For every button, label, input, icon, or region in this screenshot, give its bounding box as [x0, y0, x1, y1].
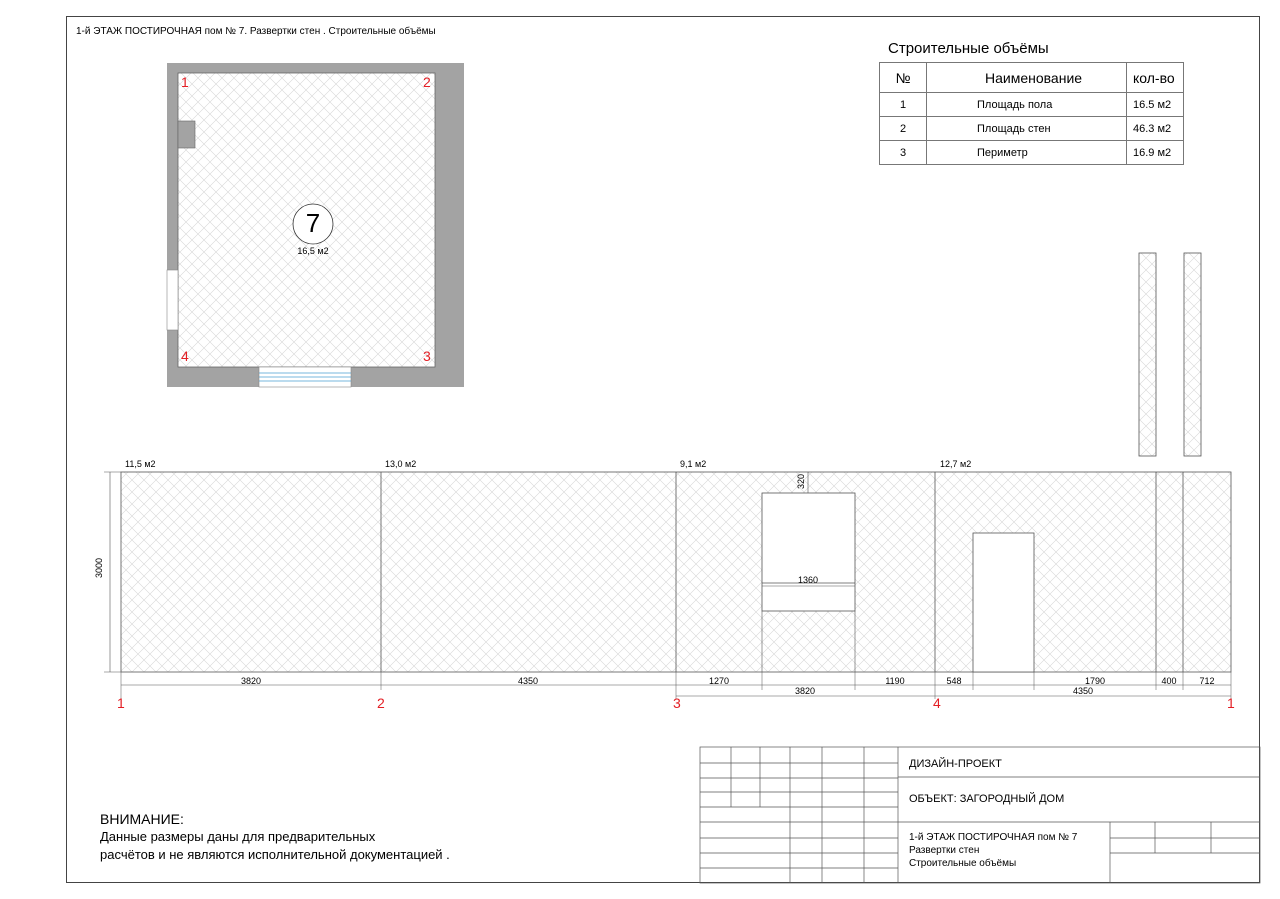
stamp-sheet-line3: Строительные объёмы — [909, 858, 1017, 869]
volumes-title: Строительные объёмы — [888, 40, 1049, 57]
elevation-corner-1-end: 1 — [1227, 695, 1235, 711]
room-number: 7 — [305, 208, 321, 238]
height-dimension: 3000 — [94, 557, 104, 578]
stamp-project: ДИЗАЙН-ПРОЕКТ — [909, 758, 1002, 770]
title-block — [699, 746, 1261, 884]
dim-total: 4350 — [1072, 686, 1094, 696]
dim-total: 3820 — [794, 686, 816, 696]
plan-column — [177, 120, 196, 149]
stamp-sheet-line2: Развертки стен — [909, 845, 980, 856]
plan-corner-2: 2 — [423, 74, 431, 90]
pillar-section-1 — [1138, 252, 1157, 457]
wall-area-2: 13,0 м2 — [385, 459, 417, 469]
volumes-header-row: № Наименование кол-во — [879, 62, 1184, 93]
notice-heading: ВНИМАНИЕ: — [100, 811, 184, 827]
window-top-dimension: 320 — [796, 473, 806, 489]
dim-segment: 3820 — [240, 676, 262, 686]
pillar-section-2 — [1183, 252, 1202, 457]
dim-segment: 548 — [946, 676, 962, 686]
window-width-dimension: 1360 — [797, 575, 819, 585]
table-row: 3 Периметр 16.9 м2 — [879, 140, 1184, 165]
sheet-title: 1-й ЭТАЖ ПОСТИРОЧНАЯ пом № 7. Развертки … — [76, 26, 436, 37]
plan-corner-3: 3 — [423, 348, 431, 364]
notice-text: Данные размеры даны для предварительных … — [100, 829, 450, 862]
elevation-corner-3: 3 — [673, 695, 681, 711]
room-area: 16,5 м2 — [297, 246, 329, 256]
col-header-number: № — [879, 62, 927, 93]
elevation-corner-2: 2 — [377, 695, 385, 711]
room-plan — [166, 63, 464, 388]
elevation-corner-4: 4 — [933, 695, 941, 711]
plan-corner-4: 4 — [181, 348, 189, 364]
dim-segment: 1270 — [708, 676, 730, 686]
col-header-qty: кол-во — [1126, 62, 1184, 93]
dim-segment: 1790 — [1084, 676, 1106, 686]
room-number-circle — [292, 203, 334, 245]
stamp-object: ОБЪЕКТ: ЗАГОРОДНЫЙ ДОМ — [909, 793, 1065, 805]
elevation-window — [761, 492, 856, 612]
col-header-name: Наименование — [926, 62, 1127, 93]
wall-elevation — [104, 471, 1232, 699]
table-row: 1 Площадь пола 16.5 м2 — [879, 92, 1184, 117]
wall-area-3: 9,1 м2 — [680, 459, 707, 469]
wall-area-1: 11,5 м2 — [125, 459, 156, 469]
dim-segment: 400 — [1161, 676, 1177, 686]
elevation-corner-1: 1 — [117, 695, 125, 711]
plan-door-opening — [166, 269, 179, 331]
elevation-door — [972, 532, 1035, 673]
wall-area-4: 12,7 м2 — [940, 459, 972, 469]
dim-segment: 4350 — [517, 676, 539, 686]
table-row: 2 Площадь стен 46.3 м2 — [879, 116, 1184, 141]
stamp-sheet-line1: 1-й ЭТАЖ ПОСТИРОЧНАЯ пом № 7 — [909, 832, 1078, 843]
volumes-table: № Наименование кол-во 1 Площадь пола 16.… — [879, 62, 1184, 165]
dim-segment: 1190 — [885, 676, 905, 686]
dim-segment: 712 — [1199, 676, 1215, 686]
drawing-frame — [66, 16, 1260, 883]
plan-corner-1: 1 — [181, 74, 189, 90]
